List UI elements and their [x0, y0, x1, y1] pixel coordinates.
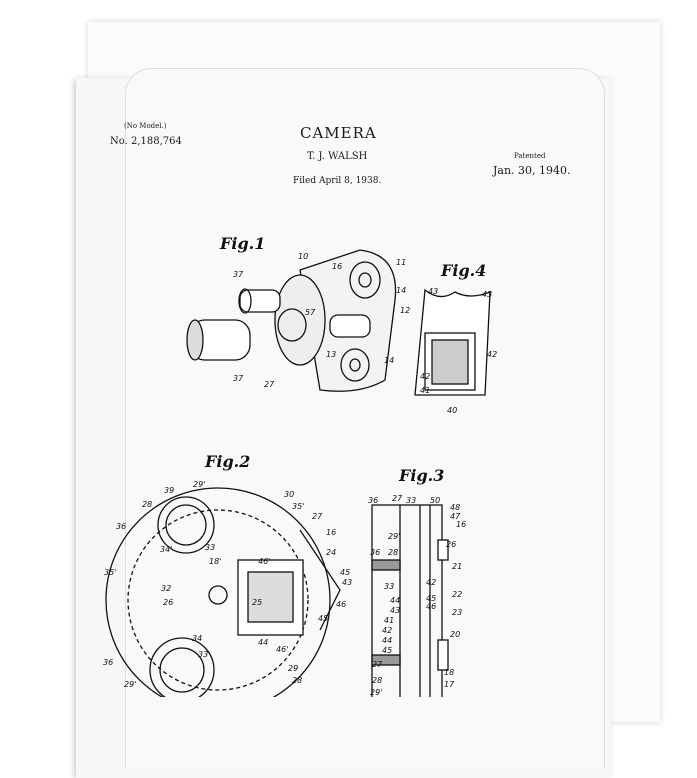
fig2-reference-numeral: 46': [258, 557, 271, 566]
fig2-reference-numeral: 45: [340, 568, 351, 577]
fig4-label: Fig.4: [441, 261, 487, 280]
fig3-reference-numeral: 33: [384, 582, 395, 591]
fig2-reference-numeral: 35': [104, 568, 117, 577]
fig4-reference-numeral: 43: [428, 287, 439, 296]
fig3-reference-numeral: 29': [388, 532, 401, 541]
fig1-reference-numeral: 10: [298, 252, 309, 261]
fig3-reference-numeral: 44: [390, 596, 401, 605]
fig1-reference-numeral: 14: [384, 356, 395, 365]
fig2-reference-numeral: 43: [342, 578, 353, 587]
fig3-reference-numeral: 27: [392, 494, 403, 503]
fig3-reference-numeral: 44: [382, 636, 393, 645]
fig1-label: Fig.1: [220, 234, 266, 253]
fig3-reference-numeral: 26: [446, 540, 457, 549]
fig2-reference-numeral: 18': [209, 557, 222, 566]
fig4-reference-numeral: 41: [420, 386, 431, 395]
fig2-reference-numeral: 24: [326, 548, 337, 557]
model-note: (No Model.): [124, 122, 167, 130]
fig2-reference-numeral: 33: [205, 543, 216, 552]
fig3-reference-numeral: 36: [368, 496, 379, 505]
fig3-reference-numeral: 47: [450, 512, 461, 521]
fig2-reference-numeral: 44: [258, 638, 269, 647]
fig1-reference-numeral: 14: [396, 286, 407, 295]
fig3-reference-numeral: 18: [444, 668, 455, 677]
fig2-reference-numeral: 29: [288, 664, 299, 673]
fig3-reference-numeral: 22: [452, 590, 463, 599]
fig4-reference-numeral: 42: [487, 350, 498, 359]
fig2-reference-numeral: 35': [292, 502, 305, 511]
patent-drawing: [105, 249, 491, 697]
patented-label: Patented: [514, 152, 546, 160]
fig1-reference-numeral: 12: [400, 306, 411, 315]
fig2-reference-numeral: 16: [326, 528, 337, 537]
fig3-section-drawing: [371, 504, 449, 697]
fig2-turret-drawing: [105, 487, 341, 697]
fig2-reference-numeral: 25: [252, 598, 263, 607]
fig3-reference-numeral: 20: [450, 630, 461, 639]
fig3-reference-numeral: 21: [452, 562, 463, 571]
fig2-reference-numeral: 28: [142, 500, 153, 509]
fig1-reference-numeral: 37: [233, 374, 244, 383]
fig2-reference-numeral: 29': [193, 480, 206, 489]
fig1-reference-numeral: 27: [264, 380, 275, 389]
fig2-reference-numeral: 34': [160, 545, 173, 554]
fig1-reference-numeral: 57: [305, 308, 316, 317]
fig4-reference-numeral: 43: [482, 290, 493, 299]
fig1-reference-numeral: 13: [326, 350, 337, 359]
fig3-reference-numeral: 36: [370, 548, 381, 557]
fig1-camera-drawing: [186, 249, 397, 392]
fig3-reference-numeral: 50: [430, 496, 441, 505]
fig2-reference-numeral: 27: [312, 512, 323, 521]
fig2-reference-numeral: 26: [163, 598, 174, 607]
fig3-reference-numeral: 46: [426, 602, 437, 611]
inventor: T. J. WALSH: [307, 151, 368, 162]
fig1-reference-numeral: 37: [233, 270, 244, 279]
patent-number: No. 2,188,764: [110, 136, 182, 147]
fig2-reference-numeral: 29': [124, 680, 137, 689]
fig3-reference-numeral: 29': [370, 688, 383, 697]
fig3-reference-numeral: 45: [426, 594, 437, 603]
fig2-reference-numeral: 39: [164, 486, 175, 495]
patented-date: Jan. 30, 1940.: [493, 164, 571, 177]
fig3-reference-numeral: 17: [444, 680, 455, 689]
fig3-label: Fig.3: [399, 466, 445, 485]
fig2-reference-numeral: 28: [292, 676, 303, 685]
fig2-reference-numeral: 34: [192, 634, 203, 643]
fig1-reference-numeral: 16: [332, 262, 343, 271]
fig2-reference-numeral: 46: [336, 600, 347, 609]
fig3-reference-numeral: 42: [382, 626, 393, 635]
fig2-reference-numeral: 45: [318, 614, 329, 623]
fig2-reference-numeral: 36: [103, 658, 114, 667]
fig3-reference-numeral: 23: [452, 608, 463, 617]
fig2-reference-numeral: 33: [198, 650, 209, 659]
fig3-reference-numeral: 43: [390, 606, 401, 615]
fig3-reference-numeral: 16: [456, 520, 467, 529]
fig2-reference-numeral: 46': [276, 645, 289, 654]
patent-title: CAMERA: [300, 124, 377, 142]
fig3-reference-numeral: 48: [450, 503, 461, 512]
fig4-reference-numeral: 40: [447, 406, 458, 415]
fig3-reference-numeral: 41: [384, 616, 395, 625]
fig2-label: Fig.2: [205, 452, 251, 471]
fig4-reference-numeral: 42: [420, 372, 431, 381]
fig3-reference-numeral: 28: [372, 676, 383, 685]
fig2-reference-numeral: 30: [284, 490, 295, 499]
fig2-reference-numeral: 36: [116, 522, 127, 531]
fig3-reference-numeral: 28: [388, 548, 399, 557]
fig4-film-gate-drawing: [414, 288, 491, 396]
fig3-reference-numeral: 27: [372, 660, 383, 669]
fig3-reference-numeral: 33: [406, 496, 417, 505]
fig2-reference-numeral: 32: [161, 584, 172, 593]
fig1-reference-numeral: 11: [396, 258, 407, 267]
fig3-reference-numeral: 42: [426, 578, 437, 587]
fig3-reference-numeral: 45: [382, 646, 393, 655]
filed-date: Filed April 8, 1938.: [293, 176, 382, 186]
print-panel: [125, 68, 605, 769]
